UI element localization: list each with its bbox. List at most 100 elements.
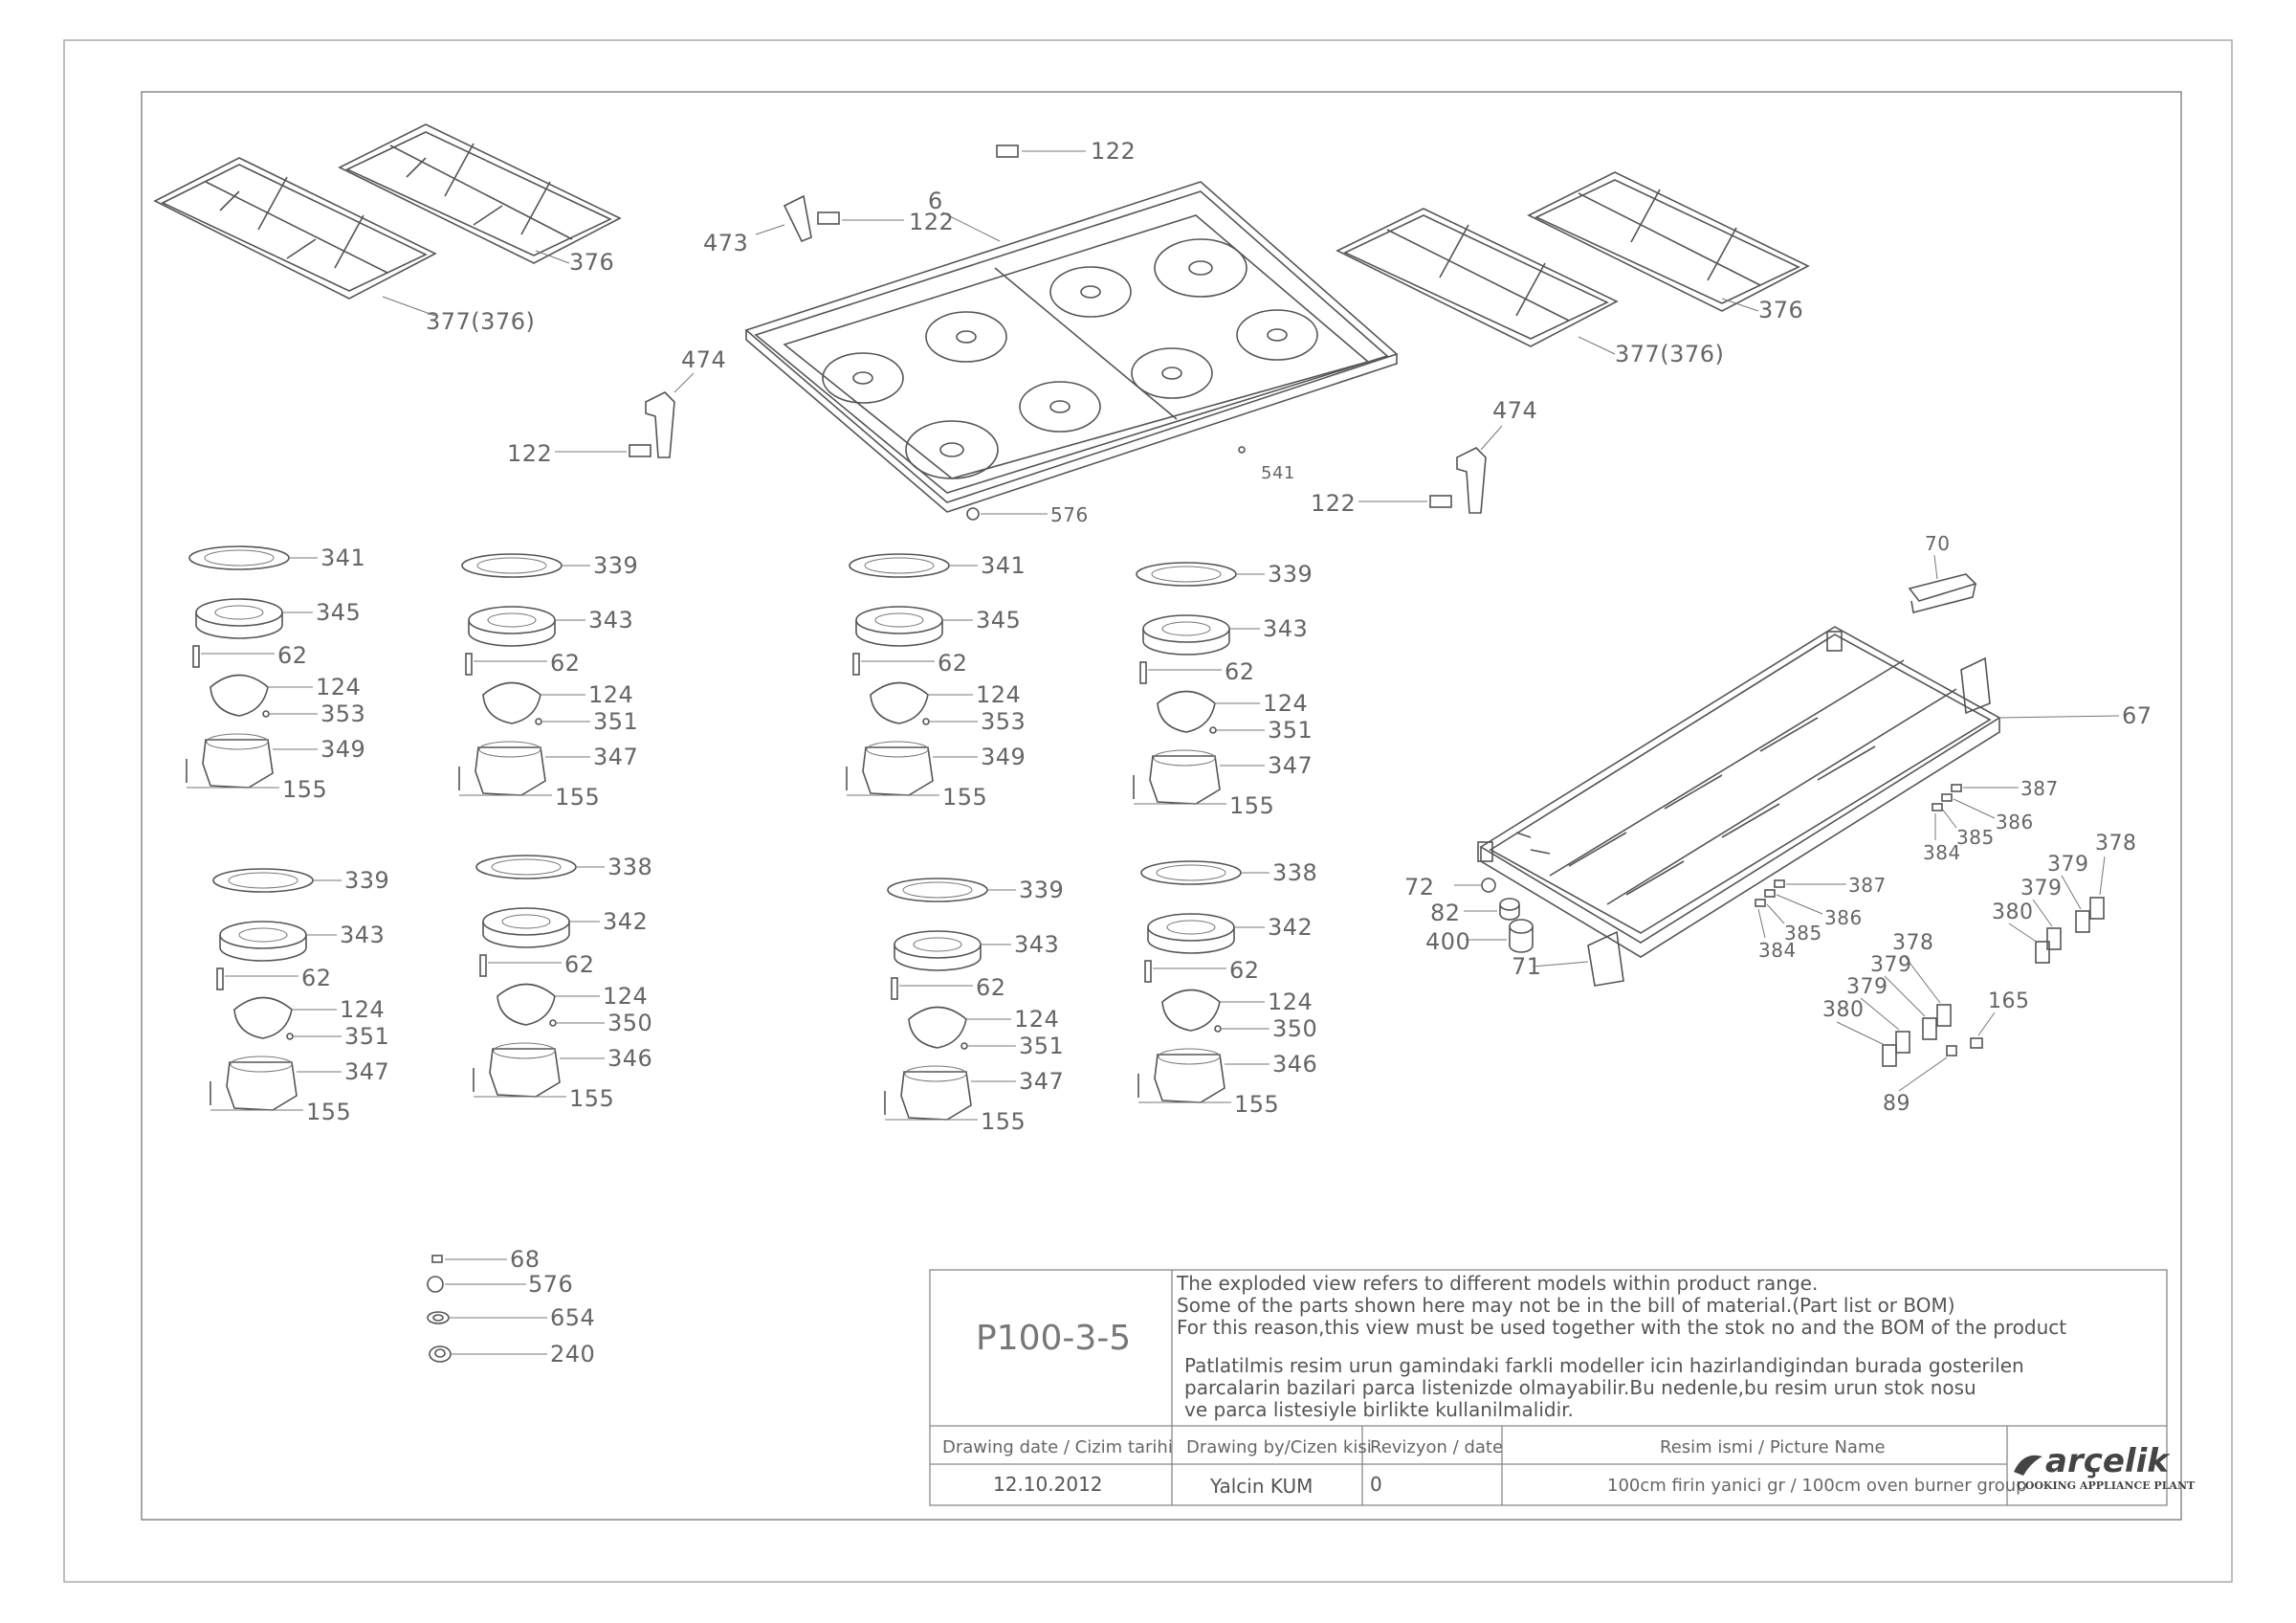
label-474-right: 474 xyxy=(1492,397,1537,424)
burner-6-label-5: 346 xyxy=(607,1045,652,1072)
part-473 xyxy=(783,194,812,243)
burner-6-label-2: 62 xyxy=(564,951,595,978)
fittings-right xyxy=(1755,784,1962,907)
burner-1-label-3: 124 xyxy=(316,674,361,700)
burner-8-label-4: 350 xyxy=(1272,1015,1317,1042)
part-122-right xyxy=(1429,495,1452,508)
burner-3-label-5: 349 xyxy=(981,744,1026,770)
label-70: 70 xyxy=(1925,532,1950,555)
burner-7-label-5: 347 xyxy=(1019,1068,1064,1095)
burner-7-label-4: 351 xyxy=(1019,1033,1064,1059)
burner-3-label-3: 124 xyxy=(976,681,1021,708)
header-revision: Revizyon / date xyxy=(1370,1437,1503,1457)
part-474-left xyxy=(645,391,675,458)
burner-5-label-6: 155 xyxy=(306,1099,351,1125)
burner-7-label-2: 62 xyxy=(976,974,1006,1001)
label-541: 541 xyxy=(1261,463,1295,483)
label-384-a: 384 xyxy=(1923,841,1961,864)
burner-4-label-6: 155 xyxy=(1229,792,1274,819)
burner-6-label-6: 155 xyxy=(569,1085,614,1112)
burner-5-label-3: 124 xyxy=(340,996,385,1023)
label-386-b: 386 xyxy=(1824,906,1863,929)
burner-8-label-6: 155 xyxy=(1234,1091,1279,1118)
burner-2-label-6: 155 xyxy=(555,784,600,811)
burner-8-label-1: 342 xyxy=(1268,914,1313,941)
label-400: 400 xyxy=(1425,928,1470,955)
part-474-right xyxy=(1456,447,1487,514)
label-387-b: 387 xyxy=(1848,874,1887,897)
value-drawing-by: Yalcin KUM xyxy=(1209,1475,1313,1498)
burner-2-label-3: 124 xyxy=(588,681,633,708)
burner-5-label-1: 343 xyxy=(340,922,385,948)
burner-6-label-1: 342 xyxy=(603,908,648,935)
burner-6-label-3: 124 xyxy=(603,983,648,1010)
label-89: 89 xyxy=(1883,1092,1910,1116)
label-grate-377-left: 377(376) xyxy=(426,308,535,335)
burner-7-label-0: 339 xyxy=(1019,877,1064,903)
header-drawing-by: Drawing by/Cizen kisi xyxy=(1186,1437,1372,1457)
burner-5-label-5: 347 xyxy=(344,1058,389,1085)
burner-7-label-3: 124 xyxy=(1014,1006,1059,1033)
label-grate-377-right: 377(376) xyxy=(1615,341,1724,367)
part-122-left xyxy=(629,444,651,457)
note-tr-3: ve parca listesiyle birlikte kullanilmal… xyxy=(1184,1398,1574,1421)
drawing-code: P100-3-5 xyxy=(976,1319,1131,1358)
header-picture-name: Resim ismi / Picture Name xyxy=(1660,1437,1886,1457)
label-67: 67 xyxy=(2122,702,2152,729)
label-387-a: 387 xyxy=(2020,777,2059,800)
label-386-a: 386 xyxy=(1996,811,2034,834)
label-379-a2: 379 xyxy=(2020,877,2063,900)
label-379-b2: 379 xyxy=(1846,975,1888,999)
burner-3-label-6: 155 xyxy=(942,784,987,811)
hob-top-panel xyxy=(744,181,1399,513)
note-tr-2: parcalarin bazilari parca listenizde olm… xyxy=(1184,1376,1976,1399)
gas-manifold-frame xyxy=(1477,573,2001,987)
note-tr-1: Patlatilmis resim urun gamindaki farkli … xyxy=(1184,1354,2024,1377)
burner-4-label-5: 347 xyxy=(1268,752,1313,779)
label-122-473: 122 xyxy=(909,209,954,235)
label-122-left: 122 xyxy=(507,440,552,467)
burner-2-label-2: 62 xyxy=(550,650,581,677)
burner-5-label-0: 339 xyxy=(344,867,389,894)
burner-5-label-2: 62 xyxy=(301,965,332,991)
burner-5-label-4: 351 xyxy=(344,1023,389,1050)
note-en-3: For this reason,this view must be used t… xyxy=(1177,1316,2066,1339)
brand-logo-icon xyxy=(2014,1455,2042,1476)
loose-parts: 68 576 654 240 xyxy=(427,1246,595,1367)
label-grate-376-left: 376 xyxy=(569,249,614,276)
part-122-473 xyxy=(817,211,840,225)
burner-4-label-1: 343 xyxy=(1263,615,1308,642)
label-122-right: 122 xyxy=(1311,490,1356,517)
burner-1-label-4: 353 xyxy=(320,700,365,727)
part-122-top xyxy=(996,145,1019,158)
value-revision: 0 xyxy=(1370,1473,1382,1496)
label-378-b: 378 xyxy=(1892,931,1934,955)
burner-8-label-3: 124 xyxy=(1268,989,1313,1015)
grate-377-left xyxy=(153,157,437,300)
burner-groups: 3413456212435334915533934362124351347155… xyxy=(186,545,1317,1135)
label-loose-240: 240 xyxy=(550,1341,595,1367)
inner-border xyxy=(141,91,2182,1521)
burner-8-label-0: 338 xyxy=(1272,859,1317,886)
burner-3-label-0: 341 xyxy=(981,552,1026,579)
burner-6-label-4: 350 xyxy=(607,1010,652,1036)
note-en-1: The exploded view refers to different mo… xyxy=(1176,1272,1818,1295)
burner-7-label-6: 155 xyxy=(981,1108,1026,1135)
burner-2-label-1: 343 xyxy=(588,607,633,634)
grate-376-left xyxy=(338,123,622,264)
header-drawing-date: Drawing date / Cizim tarihi xyxy=(942,1437,1173,1457)
burner-2-label-4: 351 xyxy=(593,708,638,735)
burner-2-label-5: 347 xyxy=(593,744,638,770)
part-576-hob xyxy=(966,507,980,521)
label-473: 473 xyxy=(703,230,748,256)
gas-taps xyxy=(1882,897,2105,1067)
